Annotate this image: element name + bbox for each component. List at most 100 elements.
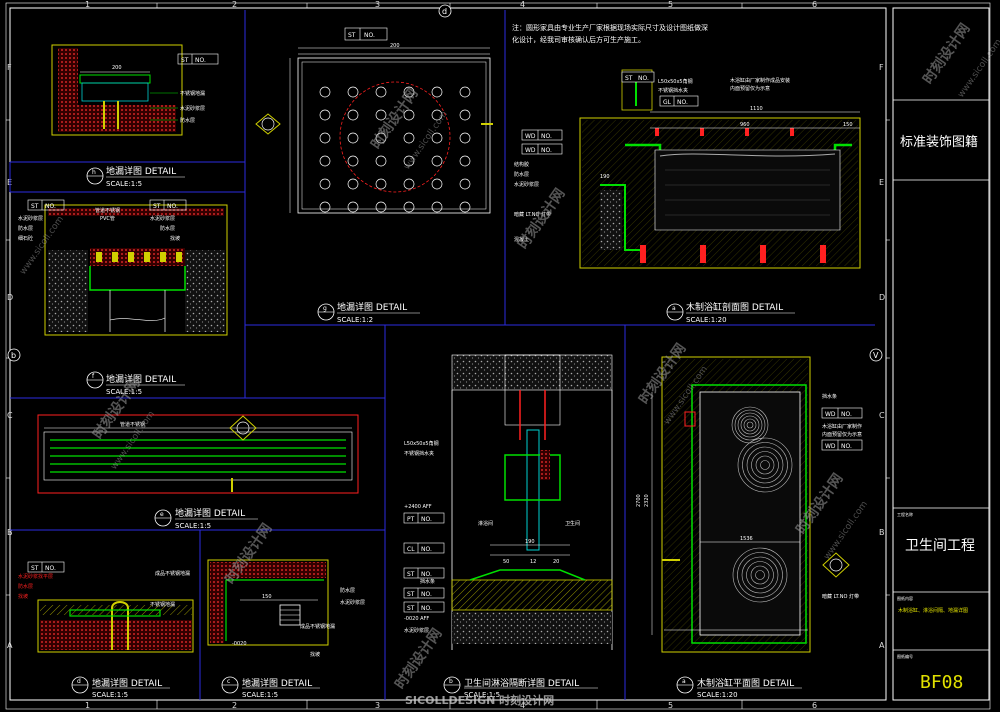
grate-hole — [459, 201, 471, 213]
detail-w-title: a 木制浴缸平面图 DETAIL SCALE:1:20 — [676, 676, 802, 699]
svg-text:NO.: NO. — [677, 99, 688, 106]
grate-hole — [403, 109, 415, 121]
tub-ring — [755, 455, 775, 475]
col-label-1-bottom: 1 — [85, 701, 90, 710]
note-line-1: 注：圆形家具由专业生产厂家根据现场实际尺寸及设计图纸做深 — [512, 23, 708, 32]
title-block-number-label: 图纸编号 — [897, 653, 913, 659]
h-label-waterproof: 防水层 — [180, 117, 195, 124]
tub-ring — [737, 437, 793, 493]
dim-200-g: 200 — [390, 43, 400, 49]
tub-ring — [741, 556, 779, 594]
grate-hole — [431, 109, 443, 121]
g-tag-st: ST NO. — [344, 27, 388, 41]
a-tag-wd-2: WD NO. — [521, 143, 563, 155]
b-tag-st-1: ST NO. — [403, 567, 445, 579]
c-label-cement: 水泥砂浆层 — [340, 599, 365, 606]
f-label-cement-left: 水泥砂浆层 — [18, 215, 43, 222]
row-label-a: A — [7, 641, 13, 650]
note-line-2: 化设计，经我司审核确认后方可生产施工。 — [512, 35, 645, 44]
svg-text:WD: WD — [825, 443, 836, 450]
a-label-brand: 木浴缸由厂家制作成品安装 — [730, 77, 790, 84]
b-label-cement: 水泥砂浆层 — [404, 627, 429, 634]
svg-text:NO.: NO. — [195, 57, 206, 64]
detail-a-section-drawing — [579, 69, 861, 269]
grate-hole — [459, 155, 471, 167]
detail-a-scale: SCALE:1:20 — [686, 316, 727, 324]
b-label-bath: 卫生间 — [565, 520, 580, 527]
a-label-plate: 不锈钢挡水夹 — [658, 87, 688, 94]
d-label-cement: 水泥砂浆找平层 — [18, 573, 53, 580]
watermark-url-6: www.sicoll.com — [956, 38, 1000, 100]
b-label-shower: 淋浴间 — [478, 520, 493, 527]
axis-markers — [7, 4, 883, 362]
tub-ring — [734, 409, 766, 441]
svg-text:WD: WD — [525, 147, 536, 154]
svg-text:NO.: NO. — [167, 203, 178, 210]
a-label-glue: 结构胶 — [514, 161, 529, 168]
detail-d-title: d 地漏详图 DETAIL SCALE:1:5 — [71, 676, 170, 699]
detail-g-drawing — [289, 47, 493, 214]
a-label-cement: 水泥砂浆层 — [514, 181, 539, 188]
tub-ring — [737, 412, 763, 438]
detail-f-drawing — [44, 204, 228, 336]
c-label-slope: 找坡 — [310, 651, 320, 658]
detail-w-title-text: 木制浴缸平面图 DETAIL — [697, 677, 794, 689]
b-tag-pt: PT NO. — [403, 512, 445, 524]
a-label-tub-note: 内面预留仅为示意 — [730, 85, 770, 92]
dim-50-b: 50 — [503, 559, 509, 565]
detail-b-scale: SCALE:1:5 — [464, 691, 500, 699]
watermark-3: 时刻设计网 — [514, 185, 568, 252]
col-label-4: 4 — [520, 0, 525, 9]
svg-text:d: d — [77, 678, 81, 685]
svg-text:NO.: NO. — [638, 75, 649, 82]
title-block-project-label: 工程名称 — [897, 511, 913, 517]
row-label-f: F — [7, 63, 12, 72]
tub-ring — [732, 547, 788, 603]
col-label-6-bottom: 6 — [812, 701, 817, 710]
svg-text:NO.: NO. — [364, 32, 375, 39]
watermark-7: 时刻设计网 — [919, 20, 973, 87]
row-label-b-right: B — [879, 528, 885, 537]
tub-ring — [760, 460, 770, 470]
detail-e-title-text: 地漏详图 DETAIL — [175, 507, 245, 519]
dim-150: 150 — [843, 122, 853, 128]
grate-hole — [319, 201, 331, 213]
grate-hole — [403, 132, 415, 144]
d-tag-st: ST NO. — [27, 561, 65, 573]
grate-hole — [319, 178, 331, 190]
grate-hole — [431, 201, 443, 213]
tub-ring — [750, 565, 770, 585]
svg-text:g: g — [323, 305, 327, 312]
grate-hole — [431, 86, 443, 98]
a-label-light: 暗藏 LT.NO 灯带 — [514, 211, 551, 218]
detail-c-drawing — [207, 559, 329, 646]
detail-b-title-text: 卫生间淋浴隔断详图 DETAIL — [464, 677, 579, 689]
dim-190: 190 — [600, 174, 610, 180]
svg-text:ST: ST — [348, 32, 356, 39]
col-label-4-bottom: 4 — [520, 701, 525, 710]
w-label-waterstop: 挡水条 — [822, 393, 837, 400]
title-block-content-label: 图纸内容 — [897, 595, 913, 601]
dim-960: 960 — [740, 122, 750, 128]
detail-h-title: h 地漏详图 DETAIL SCALE:1:5 — [86, 165, 185, 188]
svg-text:NO.: NO. — [45, 203, 56, 210]
d-label-slope: 找坡 — [18, 593, 28, 600]
tub-ring — [740, 415, 760, 435]
grate-hole — [319, 86, 331, 98]
w-tag-wd-1: WD NO. — [821, 407, 863, 419]
tub-ring — [742, 442, 788, 488]
panel-dividers — [9, 10, 875, 700]
b-label-waterstop: 挡水条 — [420, 578, 435, 585]
svg-text:NO.: NO. — [421, 605, 432, 612]
svg-text:NO.: NO. — [45, 565, 56, 572]
title-block-number: BF08 — [920, 672, 963, 693]
section-marker-a — [822, 552, 850, 578]
b-label-angle: L50x50x5角钢 — [404, 440, 439, 447]
dim-12-b: 12 — [530, 559, 536, 565]
grate-hole — [459, 109, 471, 121]
detail-a-title-text: 木制浴缸剖面图 DETAIL — [686, 301, 783, 313]
w-tag-wd-2: WD NO. — [821, 439, 863, 451]
col-label-2-bottom: 2 — [232, 701, 237, 710]
detail-d-title-text: 地漏详图 DETAIL — [92, 677, 162, 689]
